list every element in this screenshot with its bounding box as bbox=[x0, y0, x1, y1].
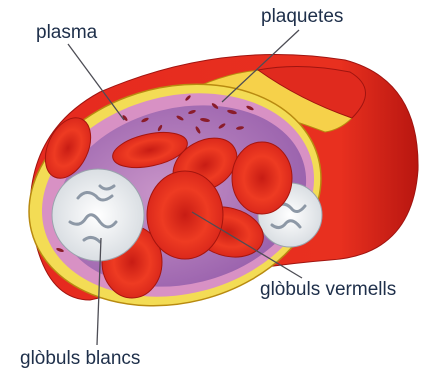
red-blood-cell bbox=[232, 142, 292, 214]
red-blood-cell bbox=[147, 171, 223, 259]
label-plasma: plasma bbox=[36, 23, 97, 42]
white-blood-cell-left bbox=[52, 169, 144, 261]
label-globuls-blancs: glòbuls blancs bbox=[20, 349, 140, 368]
label-plaquetes: plaquetes bbox=[261, 7, 343, 26]
label-globuls-vermells: glòbuls vermells bbox=[260, 280, 396, 299]
